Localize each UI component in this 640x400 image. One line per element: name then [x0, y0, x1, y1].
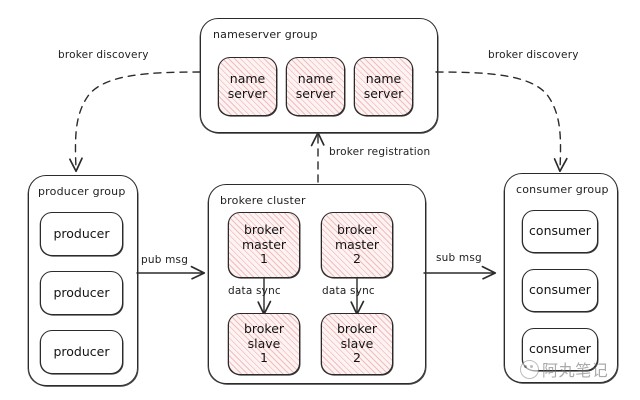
producer-group-label: producer group: [38, 185, 126, 198]
consumer-node[interactable]: consumer: [522, 210, 598, 253]
broker-master-line3: 1: [260, 251, 268, 267]
edge-label-pub-msg: pub msg: [141, 254, 189, 266]
producer-node[interactable]: producer: [40, 212, 123, 256]
producer-node-label: producer: [53, 343, 110, 359]
nameserver-node-line2: server: [363, 85, 404, 101]
edge-label-broker-registration: broker registration: [329, 146, 431, 158]
consumer-group[interactable]: [504, 173, 618, 383]
watermark-logo-icon: [520, 359, 539, 379]
producer-node[interactable]: producer: [40, 330, 123, 374]
broker-master-line3: 2: [353, 251, 361, 267]
producer-node[interactable]: producer: [40, 271, 123, 315]
producer-group[interactable]: [28, 175, 138, 386]
broker-cluster-label: brokere cluster: [220, 194, 306, 207]
consumer-node[interactable]: consumer: [522, 328, 598, 371]
edge-label-data-sync-2: data sync: [322, 285, 375, 297]
watermark-text: 阿丸笔记: [542, 361, 609, 380]
nameserver-node-line1: name: [229, 71, 266, 86]
broker-master-node[interactable]: broker master 1: [228, 212, 300, 278]
broker-master-line2: master: [241, 236, 287, 252]
connector-broker-discovery-right: [435, 71, 568, 173]
edge-label-broker-discovery-right: broker discovery: [488, 49, 579, 61]
edge-label-broker-discovery-left: broker discovery: [58, 49, 149, 61]
edge-label-sub-msg: sub msg: [436, 252, 482, 264]
nameserver-node-line1: name: [365, 71, 402, 86]
nameserver-node[interactable]: name server: [354, 57, 413, 116]
broker-slave-line1: broker: [243, 321, 285, 337]
broker-slave-line2: slave: [340, 335, 374, 351]
producer-node-label: producer: [53, 225, 110, 241]
nameserver-node-line1: name: [297, 71, 334, 86]
consumer-node-label: consumer: [529, 341, 591, 357]
nameserver-node[interactable]: name server: [218, 57, 277, 116]
edge-label-data-sync-1: data sync: [228, 285, 281, 297]
nameserver-node-line2: server: [295, 85, 336, 101]
broker-master-line1: broker: [336, 222, 378, 238]
broker-slave-line3: 1: [260, 350, 268, 366]
broker-master-line1: broker: [243, 222, 285, 238]
broker-slave-line2: slave: [247, 335, 281, 351]
producer-node-label: producer: [53, 284, 110, 300]
nameserver-group-label: nameserver group: [213, 28, 318, 41]
broker-slave-node[interactable]: broker slave 1: [228, 313, 300, 375]
consumer-node-label: consumer: [529, 282, 591, 298]
nameserver-group[interactable]: [200, 18, 438, 133]
broker-master-line2: master: [334, 236, 380, 252]
broker-slave-line3: 2: [353, 350, 361, 366]
nameserver-node[interactable]: name server: [286, 57, 345, 116]
watermark: 阿丸笔记: [520, 357, 608, 381]
broker-master-node[interactable]: broker master 2: [321, 212, 393, 278]
consumer-node-label: consumer: [529, 223, 591, 239]
nameserver-node-line2: server: [227, 85, 268, 101]
broker-slave-node[interactable]: broker slave 2: [321, 313, 393, 375]
consumer-group-label: consumer group: [516, 183, 609, 196]
consumer-node[interactable]: consumer: [522, 269, 598, 312]
broker-cluster-group[interactable]: [208, 184, 426, 384]
broker-slave-line1: broker: [336, 321, 378, 337]
connector-broker-discovery-left: [69, 71, 201, 173]
